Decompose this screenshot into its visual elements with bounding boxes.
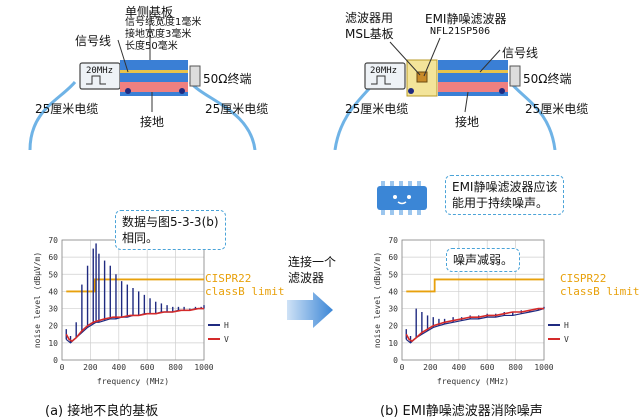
left-termination-label: 50Ω终端 xyxy=(203,72,252,86)
arrow-label: 连接一个 滤波器 xyxy=(288,255,337,285)
right-source-label: 20MHz xyxy=(370,66,398,76)
right-chart-xtick-label: 800 xyxy=(508,363,523,372)
left-chart-ytick-label: 70 xyxy=(48,236,58,245)
right-chart-plot-frame xyxy=(401,239,545,361)
left-chart-xtick-label: 200 xyxy=(83,363,98,372)
right-connector-1 xyxy=(408,88,414,94)
connect-arrow-icon xyxy=(287,292,333,328)
right-connector-2 xyxy=(499,88,505,94)
right-chart-ytick-label: 60 xyxy=(388,253,398,262)
left-chart-xlabel: frequency (MHz) xyxy=(97,377,169,386)
right-chart-xtick-label: 0 xyxy=(400,363,405,372)
left-chart-ytick-label: 10 xyxy=(48,339,58,348)
right-chart-xtick-label: 600 xyxy=(480,363,495,372)
right-chart-ytick-label: 20 xyxy=(388,322,398,331)
right-signal-leader xyxy=(479,49,501,73)
left-chart-xtick-label: 1000 xyxy=(194,363,213,372)
left-chart-ylabel: noise level (dBμV/m) xyxy=(33,252,42,348)
right-chart-ytick-label: 40 xyxy=(388,287,398,296)
right-chart-ytick-label: 30 xyxy=(388,305,398,314)
left-chart-xtick-label: 600 xyxy=(140,363,155,372)
right-ground-label: 接地 xyxy=(455,115,480,129)
left-board-diagram xyxy=(28,10,257,150)
left-cable-left xyxy=(28,81,77,150)
filter-leader xyxy=(423,37,441,77)
filter-chip-mascot-icon xyxy=(377,181,427,215)
left-ground-strip xyxy=(120,82,188,92)
left-noise-chart: 0 10 20 30 40 50 60 70 0 200 400 600 800 1000 frequenc… xyxy=(33,236,229,386)
left-chart-note: 数据与图5-3-3(b) 相同。 xyxy=(115,210,226,250)
left-chart-limit-line xyxy=(66,278,204,293)
filter-part-number: NFL21SP506 xyxy=(430,26,491,37)
left-source-label: 20MHz xyxy=(86,66,114,76)
right-chart-xtick-label: 200 xyxy=(423,363,438,372)
right-limit-label: CISPR22 classB limit xyxy=(560,272,640,298)
right-signal-trace xyxy=(438,70,508,73)
right-signal-label: 信号线 xyxy=(502,46,539,60)
left-chart-ytick-label: 60 xyxy=(48,253,58,262)
left-cable-label-2: 25厘米电缆 xyxy=(205,102,269,116)
right-chart-xtick-label: 1000 xyxy=(534,363,553,372)
left-caption: (a) 接地不良的基板 xyxy=(45,404,159,419)
right-cable-label-2: 25厘米电缆 xyxy=(525,102,589,116)
chip-note: EMI静噪滤波器应该 能用于持续噪声。 xyxy=(445,175,565,215)
left-chart-ytick-label: 40 xyxy=(48,287,58,296)
right-chart-series-H-floor xyxy=(405,307,545,344)
left-connector-1 xyxy=(125,88,131,94)
right-termination-label: 50Ω终端 xyxy=(523,72,572,86)
right-caption: (b) EMI静噪滤波器消除噪声 xyxy=(380,404,543,419)
left-spec-line-3: 长度50毫米 xyxy=(125,41,178,52)
right-cable-label-1: 25厘米电缆 xyxy=(345,102,409,116)
right-board-diagram xyxy=(333,37,557,150)
right-chart-ylabel: noise level (dBμV/m) xyxy=(373,252,382,348)
filter-chip xyxy=(416,71,428,83)
right-chart-xlabel: frequency (MHz) xyxy=(437,377,509,386)
right-chart-legend-label-H: H xyxy=(564,321,569,330)
left-chart-ytick-label: 30 xyxy=(48,305,58,314)
left-board-specs: 信号线宽度1毫米 接地宽度3毫米 长度50毫米 xyxy=(125,17,201,53)
left-chart-xtick-label: 0 xyxy=(60,363,65,372)
right-chart-ytick-label: 0 xyxy=(393,356,398,365)
left-limit-label: CISPR22 classB limit xyxy=(205,272,285,298)
right-chart-note: 噪声减弱。 xyxy=(446,248,521,272)
filter-board-label: 滤波器用 MSL基板 xyxy=(345,11,394,41)
left-cable-label-1: 25厘米电缆 xyxy=(35,102,99,116)
left-chart-ytick-label: 50 xyxy=(48,270,58,279)
right-ground-strip xyxy=(438,82,508,92)
right-pulse-icon xyxy=(371,75,391,85)
left-chart-legend-label-H: H xyxy=(224,321,229,330)
left-chart-xtick-label: 400 xyxy=(112,363,127,372)
left-chart-ytick-label: 20 xyxy=(48,322,58,331)
left-connector-2 xyxy=(179,88,185,94)
right-chart-legend-label-V: V xyxy=(564,335,569,344)
left-board-title: 单侧基板 xyxy=(125,5,174,19)
right-ground-leader xyxy=(464,91,469,113)
right-chart-limit-line xyxy=(406,278,544,293)
right-chart-ytick-label: 50 xyxy=(388,270,398,279)
right-chart-series-V-line xyxy=(405,307,544,343)
filter-name-label: EMI静噪滤波器 xyxy=(425,12,507,26)
right-noise-chart: 0 10 20 30 40 50 60 70 0 200 400 600 800 1000 frequenc… xyxy=(373,236,569,386)
right-cable-right xyxy=(508,81,557,150)
left-spec-line-1: 信号线宽度1毫米 xyxy=(125,17,202,28)
right-chart-ytick-label: 70 xyxy=(388,236,398,245)
left-pulse-icon xyxy=(86,75,106,85)
left-signal-trace xyxy=(120,70,188,73)
right-chart-xtick-label: 400 xyxy=(452,363,467,372)
right-terminator xyxy=(509,65,521,87)
left-terminator xyxy=(189,65,201,87)
left-ground-label: 接地 xyxy=(140,115,165,129)
left-spec-line-2: 接地宽度3毫米 xyxy=(125,29,192,40)
left-chart-legend-label-V: V xyxy=(224,335,229,344)
left-signal-label: 信号线 xyxy=(75,34,112,48)
left-chart-ytick-label: 0 xyxy=(53,356,58,365)
left-cable-right xyxy=(188,80,257,150)
left-chart-series-V-line xyxy=(65,307,204,343)
left-chart-xtick-label: 800 xyxy=(168,363,183,372)
right-chart-ytick-label: 10 xyxy=(388,339,398,348)
filter-board-leader xyxy=(389,41,421,76)
left-signal-leader xyxy=(117,39,129,73)
